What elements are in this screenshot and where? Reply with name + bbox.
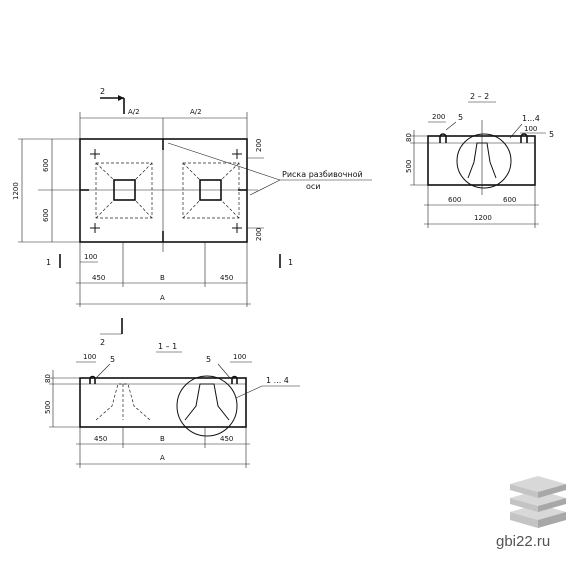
plan-dim-bottom-total: A	[160, 294, 165, 302]
logo-slab-bottom-side-right	[538, 512, 566, 528]
plan-outline	[79, 138, 248, 243]
section-1-1-dim-5-left: 5	[110, 355, 115, 364]
plan-recess-right-inner	[199, 179, 222, 201]
plan-section-mark-left: 1	[46, 258, 51, 267]
plan-section-mark-top: 2	[100, 87, 105, 96]
section-1-1-dim-80: 80	[44, 374, 52, 383]
section-1-1-detail-circle	[176, 375, 238, 437]
section-1-1-dim-100-right: 100	[233, 353, 246, 361]
plan-view: A/2 A/2 2 1200 600 600 200 200 Риска раз…	[12, 87, 372, 307]
plan-dim-bottom-right: 450	[220, 274, 233, 282]
section-2-2-dim-5-left: 5	[458, 113, 463, 122]
section-2-2-detail-circle	[456, 133, 512, 189]
plan-callout-line1: Риска разбивочной	[282, 170, 363, 179]
section-2-2-dim-1-4: 1...4	[522, 114, 540, 123]
plan-dim-bottom-100: 100	[84, 253, 97, 261]
section-2-2-dim-600-left: 600	[448, 196, 461, 204]
plan-recess-right-outer	[182, 162, 240, 219]
logo-slab-top-side	[510, 484, 538, 498]
section-2-2-dim-500: 500	[405, 160, 413, 173]
plan-dim-bottom-middle: B	[160, 274, 165, 282]
plan-dim-top-left: A/2	[128, 108, 140, 116]
section-1-1-dim-450-left: 450	[94, 435, 107, 443]
plan-dim-left-lower: 600	[42, 209, 50, 222]
section-1-1-recess-left	[95, 383, 151, 421]
logo-slab-middle-side-right	[538, 498, 566, 512]
section-1-1-dim-5-right: 5	[206, 355, 211, 364]
section-1-1-dim-b: B	[160, 435, 165, 443]
logo-slab-top-side-right	[538, 484, 566, 498]
section-1-1-dim-500: 500	[44, 401, 52, 414]
section-1-1-dim-100-left: 100	[83, 353, 96, 361]
logo-slab-middle-side	[510, 498, 538, 512]
plan-recess-left-inner	[113, 179, 136, 201]
section-2-2-dim-80: 80	[405, 133, 413, 142]
plan-section-mark-right: 1	[288, 258, 293, 267]
section-1-1-mark: 2	[100, 338, 105, 347]
section-2-2-recess	[467, 142, 497, 179]
section-2-2-dim-5-right: 5	[549, 130, 554, 139]
section-2-2-title: 2 – 2	[470, 92, 489, 101]
plan-dim-left-total: 1200	[12, 182, 20, 200]
section-1-1: 2 1 – 1 100 5 5 100 1 ... 4 80 500	[44, 318, 300, 468]
plan-dim-bottom-left: 450	[92, 274, 105, 282]
plan-callout-line2: оси	[306, 182, 321, 191]
plan-dim-right-bottom: 200	[255, 228, 263, 241]
section-2-2-dim-100: 100	[524, 125, 537, 133]
section-1-1-callout: 1 ... 4	[266, 376, 289, 385]
plan-dim-right-top: 200	[255, 139, 263, 152]
section-2-2: 2 – 2 200 5 1...4 100 5 80 500 600 600	[405, 92, 554, 228]
logo-slab-bottom-side	[510, 512, 538, 528]
section-1-1-outline	[79, 377, 247, 428]
plan-recess-left-outer	[95, 162, 153, 219]
plan-dim-top-right: A/2	[190, 108, 202, 116]
section-2-2-dim-600-right: 600	[503, 196, 516, 204]
section-2-2-outline	[427, 135, 536, 186]
plan-dim-left-upper: 600	[42, 159, 50, 172]
section-1-1-recess-right	[184, 383, 230, 421]
section-1-1-title: 1 – 1	[158, 342, 177, 351]
section-1-1-dim-a: A	[160, 454, 165, 462]
section-2-2-dim-1200: 1200	[474, 214, 492, 222]
watermark-logo	[510, 476, 566, 528]
section-1-1-dim-450-right: 450	[220, 435, 233, 443]
watermark-text: gbi22.ru	[496, 533, 551, 550]
section-2-2-dim-200: 200	[432, 113, 445, 121]
